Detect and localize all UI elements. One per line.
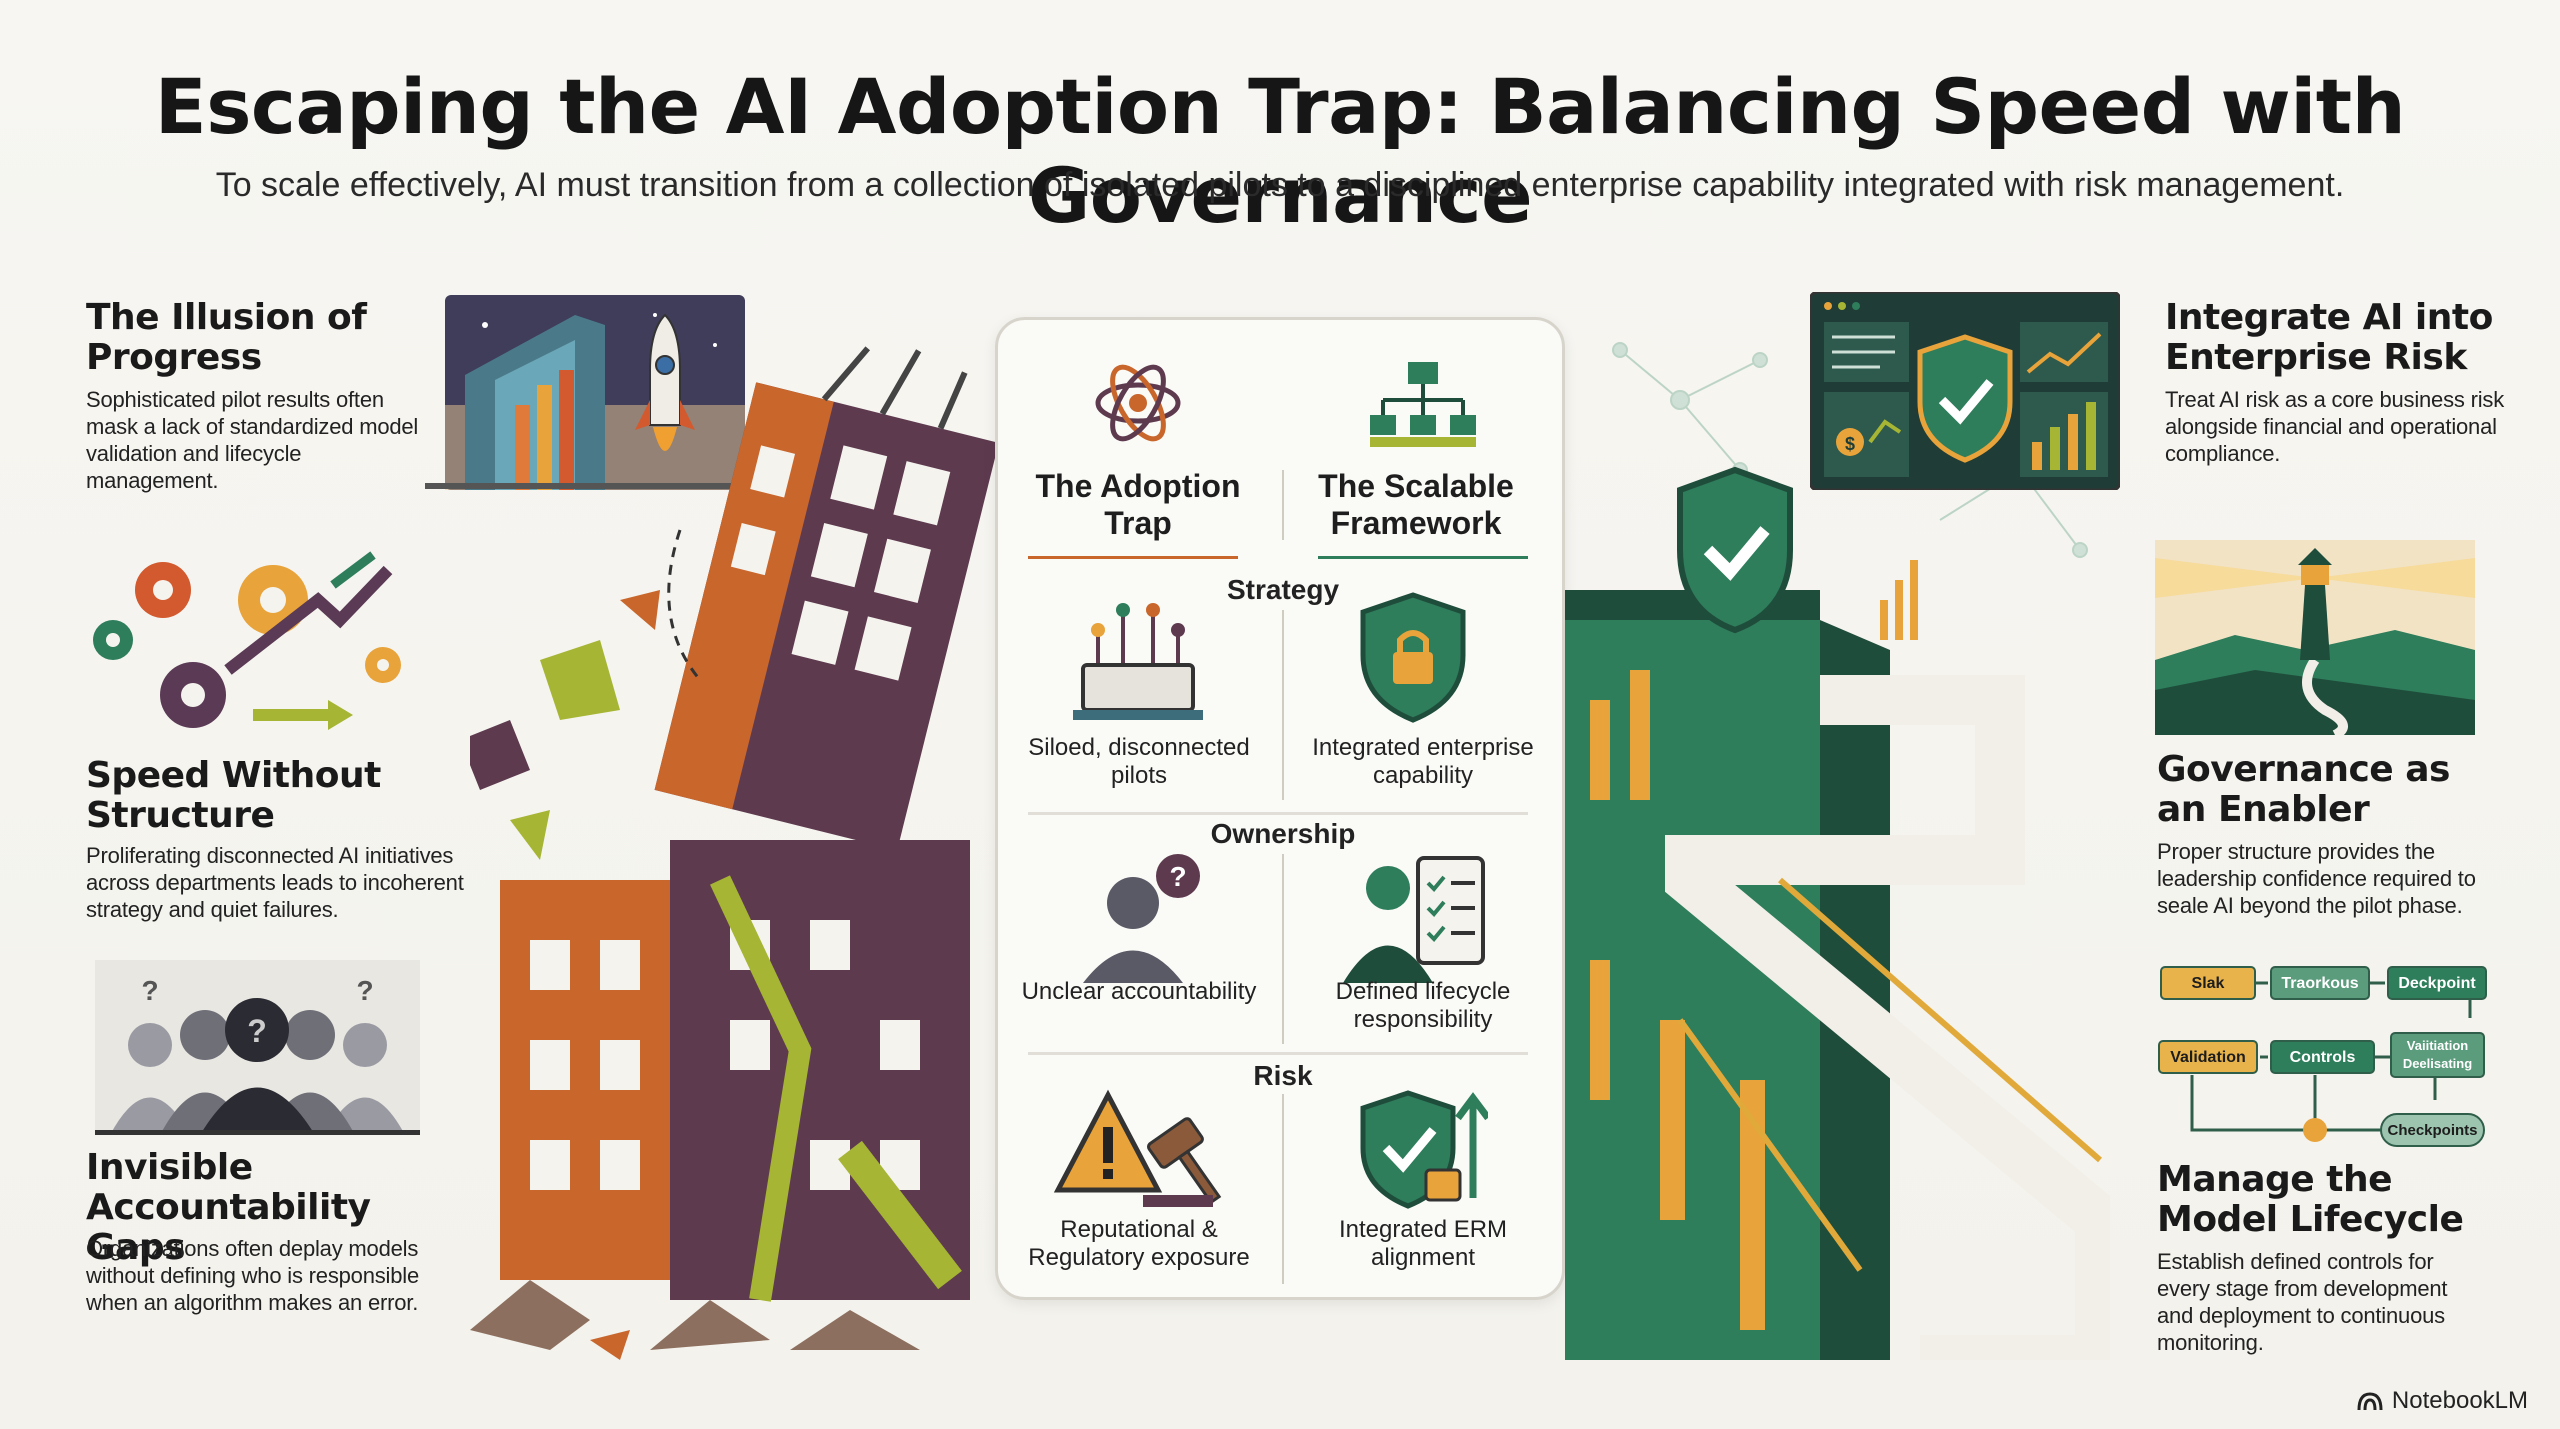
gear-icon xyxy=(238,565,308,635)
green-stair-building-illustration xyxy=(1565,342,2110,1360)
row-label-risk: Risk xyxy=(1253,1060,1313,1091)
cell-unclear-accountability: Unclear accountability xyxy=(1021,978,1257,1005)
page-title: Escaping the AI Adoption Trap: Balancing… xyxy=(154,62,2406,240)
cell-integrated-capability: Integrated enterprise capability xyxy=(1312,734,1534,789)
page-subtitle: To scale effectively, AI must transition… xyxy=(215,166,2345,204)
accountability-body: Organizations often deplay models withou… xyxy=(86,1236,419,1315)
row-label-ownership: Ownership xyxy=(1210,818,1356,849)
lifecycle-diagram: Slak Traorkous Deckpoint Validation Cont… xyxy=(2150,960,2490,1150)
lifecycle-slak: Slak xyxy=(2160,966,2256,1000)
trap-underline xyxy=(1028,556,1238,559)
cell-defined-responsibility: Defined lifecycle responsibility xyxy=(1335,978,1511,1033)
svg-text:?: ? xyxy=(356,975,373,1006)
crumbling-building-illustration xyxy=(470,346,999,1360)
lifecycle-validation-deelisating: Vaiitiation Deelisating xyxy=(2390,1032,2485,1078)
comparison-panel: The Adoption Trap The Scalable Framework… xyxy=(995,317,1565,1300)
integrate-heading: Integrate AI into Enterprise Risk xyxy=(2165,297,2493,378)
governance-body: Proper structure provides the leadership… xyxy=(2157,839,2476,918)
manager-checklist-icon xyxy=(1343,856,1485,983)
shield-check-icon xyxy=(1677,466,1793,634)
lifecycle-heading: Manage the Model Lifecycle xyxy=(2157,1159,2464,1240)
accountability-heading: Invisible Accountability Gaps xyxy=(86,1147,371,1268)
governance-heading: Governance as an Enabler xyxy=(2157,749,2450,830)
speed-body: Proliferating disconnected AI initiative… xyxy=(86,843,464,922)
gear-icon xyxy=(135,562,191,618)
svg-text:?: ? xyxy=(141,975,158,1006)
integrate-body: Treat AI risk as a core business risk al… xyxy=(2165,387,2505,466)
lifecycle-deckpoint: Deckpoint xyxy=(2387,966,2487,1000)
lighthouse-illustration xyxy=(2155,540,2475,735)
illusion-heading: The Illusion of Progress xyxy=(86,297,367,378)
gears-arrows-illustration xyxy=(93,551,401,730)
col-scalable-framework: The Scalable Framework xyxy=(1318,468,1514,541)
lifecycle-checkpoints: Checkpoints xyxy=(2380,1113,2485,1147)
cell-reputational-exposure: Reputational & Regulatory exposure xyxy=(1028,1216,1250,1271)
notebooklm-brand: NotebookLM xyxy=(2356,1387,2528,1415)
framework-underline xyxy=(1318,556,1528,559)
rocket-building-illustration xyxy=(425,295,755,490)
warning-gavel-icon xyxy=(1053,1089,1222,1207)
col-adoption-trap: The Adoption Trap xyxy=(1035,468,1241,541)
svg-text:$: $ xyxy=(1845,434,1855,454)
tangle-icon xyxy=(1095,364,1181,442)
brand-label: NotebookLM xyxy=(2391,1387,2528,1414)
gear-icon xyxy=(93,620,133,660)
hierarchy-icon xyxy=(1370,362,1476,447)
cell-siloed-pilots: Siloed, disconnected pilots xyxy=(1028,734,1250,789)
shield-check-lock-icon xyxy=(1360,1090,1488,1209)
risk-dashboard-illustration: $ xyxy=(1810,292,2120,490)
notebooklm-logo-icon xyxy=(2357,1392,2383,1411)
svg-text:?: ? xyxy=(247,1013,267,1049)
shield-lock-icon xyxy=(1360,592,1466,723)
row-label-strategy: Strategy xyxy=(1226,574,1340,605)
lifecycle-controls: Controls xyxy=(2270,1040,2375,1074)
lifecycle-validation: Validation xyxy=(2158,1040,2258,1074)
lifecycle-body: Establish defined controls for every sta… xyxy=(2157,1249,2448,1355)
svg-text:?: ? xyxy=(1169,861,1186,892)
gear-icon xyxy=(365,647,401,683)
speed-heading: Speed Without Structure xyxy=(86,755,381,836)
question-people-illustration: ? ? ? xyxy=(95,960,420,1135)
lighthouse-icon xyxy=(2298,548,2332,660)
circuit-laptop-icon xyxy=(1073,603,1203,720)
cell-erm-alignment: Integrated ERM alignment xyxy=(1338,1216,1508,1271)
gear-icon xyxy=(160,662,226,728)
illusion-body: Sophisticated pilot results often mask a… xyxy=(86,387,419,493)
rocket-icon xyxy=(635,313,695,451)
unknown-person-icon: ? xyxy=(1083,854,1200,983)
lifecycle-traorkous: Traorkous xyxy=(2270,966,2370,1000)
